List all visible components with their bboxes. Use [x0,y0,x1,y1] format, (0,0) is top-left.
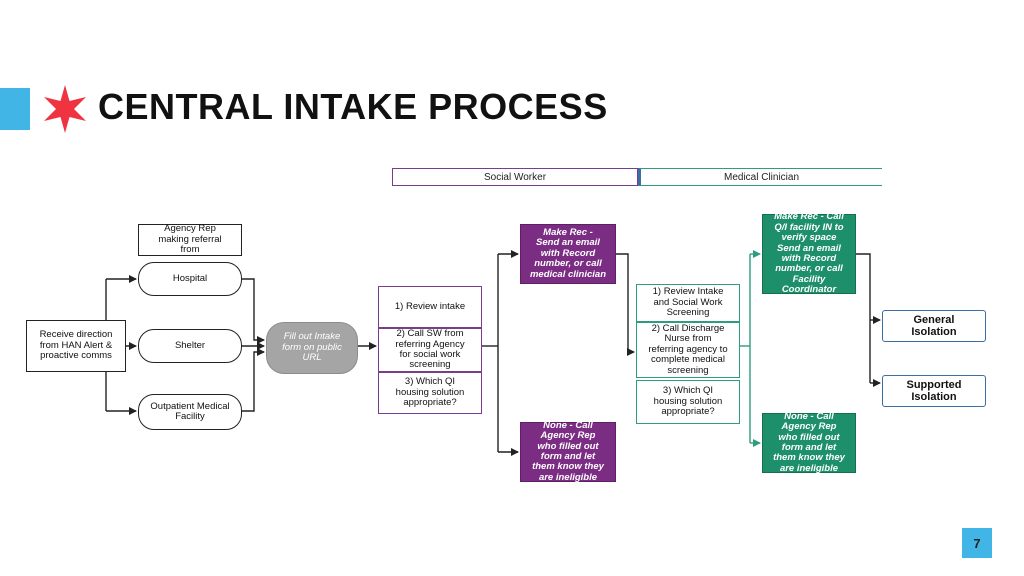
sw-make-rec-node: Make Rec - Send an email with Record num… [520,224,616,284]
chicago-star-icon [44,85,86,133]
mc-which-solution: 3) Which QI housing solution appropriate… [636,380,740,424]
connector-hospital-form [242,278,265,344]
connector-mc-rec-branch [856,253,871,383]
page-title: CENTRAL INTAKE PROCESS [98,86,608,127]
lane-medical-clinician: Medical Clinician [638,168,882,186]
sw-call-agency: 2) Call SW from referring Agency for soc… [378,328,482,372]
connector-outpatient-form [242,348,265,412]
hospital-node: Hospital [138,262,242,296]
general-isolation-node: General Isolation [882,310,986,342]
accent-bar [0,88,30,130]
outpatient-node: Outpatient Medical Facility [138,394,242,430]
receive-direction-box: Receive direction from HAN Alert & proac… [26,320,126,372]
mc-review-intake: 1) Review Intake and Social Work Screeni… [636,284,740,322]
mc-call-discharge: 2) Call Discharge Nurse from referring a… [636,322,740,378]
mc-make-rec-node: Make Rec - Call Q/I facility IN to verif… [762,212,856,295]
page-number: 7 [962,528,992,558]
fill-intake-form-node: Fill out Intake form on public URL [266,322,358,374]
sw-which-solution: 3) Which QI housing solution appropriate… [378,372,482,414]
sw-none-node: None - Call Agency Rep who filled out fo… [520,420,616,483]
mc-none-node: None - Call Agency Rep who filled out fo… [762,411,856,474]
supported-isolation-node: Supported Isolation [882,375,986,407]
connector-sw-rec-mc [616,253,635,356]
agency-rep-label: Agency Rep making referral from [138,224,242,256]
shelter-node: Shelter [138,329,242,363]
sw-review-intake: 1) Review intake [378,286,482,328]
lane-social-worker: Social Worker [392,168,638,186]
